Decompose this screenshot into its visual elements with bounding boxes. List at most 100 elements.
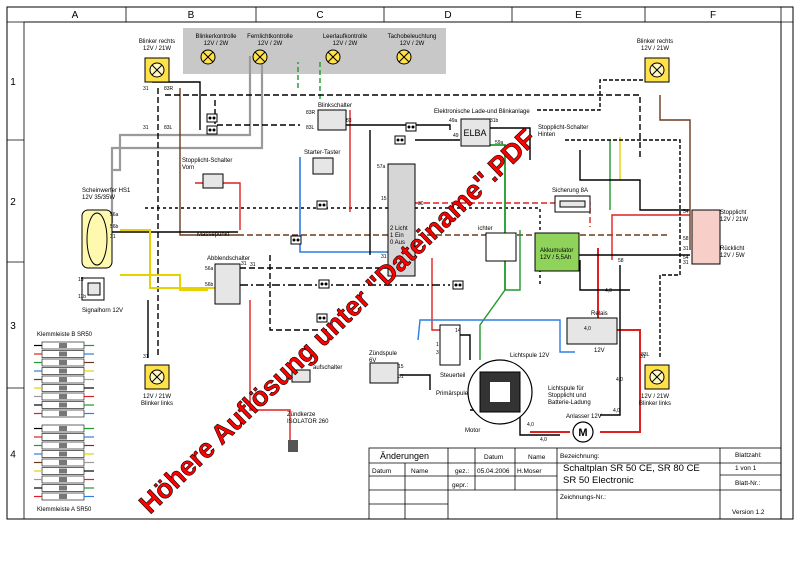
wire-number: 83R — [306, 110, 316, 116]
abblendschalter-box — [214, 263, 241, 305]
wire-number: 4,0 — [540, 437, 547, 443]
wire-number: 11b — [78, 294, 86, 300]
zuendkerze-symbol — [288, 440, 298, 452]
wire-number: 31 — [683, 246, 689, 252]
elba-box — [460, 118, 491, 147]
column-marker: A — [72, 10, 79, 21]
tb-name-h: Name — [411, 468, 429, 475]
tb-aenderungen: Änderungen — [380, 451, 429, 461]
tb-datum-h: Datum — [372, 468, 391, 475]
akku-box — [534, 232, 580, 272]
label-signalhorn: Signalhorn 12V — [82, 308, 123, 314]
gleichrichter-box — [485, 232, 517, 262]
wire-number: 4,0 — [584, 326, 591, 332]
connector-plug — [316, 200, 328, 210]
tb-gez: gez.: — [455, 468, 469, 475]
anlasser-circle — [572, 421, 594, 443]
row-marker: 1 — [10, 77, 16, 88]
wire-number: 31 — [143, 125, 149, 131]
relais-box — [566, 317, 618, 345]
tb-gez-name: H.Moser — [517, 468, 542, 475]
wire-number: 4,0 — [613, 408, 620, 414]
column-marker: D — [444, 10, 451, 21]
tb-gepr: gepr.: — [452, 482, 468, 489]
wire-number: 31 — [640, 354, 646, 360]
wire-number: 56b — [205, 282, 214, 288]
wire-number: 4,0 — [605, 288, 612, 294]
wire-number: 15 — [78, 277, 84, 283]
label-anlasser: Anlasser 12V — [566, 414, 602, 420]
wire-number: 31 — [110, 234, 116, 240]
wire-number: 49 — [453, 133, 459, 139]
connector-plug — [290, 235, 302, 245]
zuendspule-box — [369, 362, 399, 384]
wire-number: 31 — [143, 354, 149, 360]
components: M — [81, 109, 721, 452]
stopplicht-vorn-box — [202, 173, 224, 189]
wire-number: 54 — [683, 255, 689, 261]
tb-blatt-nr: Blatt-Nr.: — [735, 480, 760, 487]
label-relais: Relais — [591, 311, 608, 317]
label-lichtspule: Lichtspule 12V — [510, 353, 549, 359]
label-motor: Motor — [465, 428, 480, 434]
wire-number: 83 — [346, 118, 352, 124]
wire-number: 54 — [683, 209, 689, 215]
tb-name-col: Name — [528, 454, 546, 461]
column-marker: B — [188, 10, 195, 21]
label-starter-taster: Starter-Taster — [304, 150, 340, 156]
wire-number: 56a — [110, 212, 119, 218]
label-sicherung: Sicherung 8A — [552, 188, 588, 194]
tb-zeichnungs-nr: Zeichnungs-Nr.: — [560, 494, 606, 501]
label-abblendschalter: Abblendschalter — [207, 256, 250, 262]
connector-plug — [394, 135, 406, 145]
connector-plug — [452, 280, 464, 290]
wire-number: 31 — [683, 260, 689, 266]
wire-number: 59a — [495, 140, 504, 146]
svg-text:M: M — [578, 427, 587, 439]
label-blinkschalter: Blinkschalter — [318, 103, 352, 109]
row-marker: 3 — [10, 321, 16, 332]
label-primaerspule: Primärspule — [436, 391, 469, 397]
connectors — [206, 113, 464, 323]
scheinwerfer-box — [81, 209, 113, 269]
wire-number: 83L — [641, 352, 650, 358]
aufschalter-box — [291, 369, 311, 383]
label-massepunkt: Massepunkt — [197, 232, 230, 238]
connector-plug — [405, 122, 417, 132]
row-marker: 4 — [10, 450, 16, 461]
wire-number: 4,0 — [616, 377, 623, 383]
zuendschloss-box — [387, 163, 416, 277]
titleblock — [368, 447, 782, 520]
wire-number: 58 — [683, 236, 689, 242]
wire-number: 49a — [449, 118, 458, 124]
connector-plug — [206, 113, 218, 123]
label-gleichrichter: ichter — [478, 226, 493, 232]
label-aufschalter: aufschalter — [313, 365, 342, 371]
label-elba-title: Elektronische Lade-und Blinkanlage — [434, 109, 530, 115]
column-marker: E — [575, 10, 582, 21]
wire-number: 57a — [377, 164, 386, 170]
wire-number: 4,0 — [527, 422, 534, 428]
wire-number: 14 — [455, 328, 461, 334]
blinkschalter-box — [317, 109, 347, 131]
klemmleisten — [34, 341, 94, 501]
wire-number: 83L — [306, 125, 315, 131]
column-marker: C — [316, 10, 323, 21]
connector-plug — [316, 313, 328, 323]
